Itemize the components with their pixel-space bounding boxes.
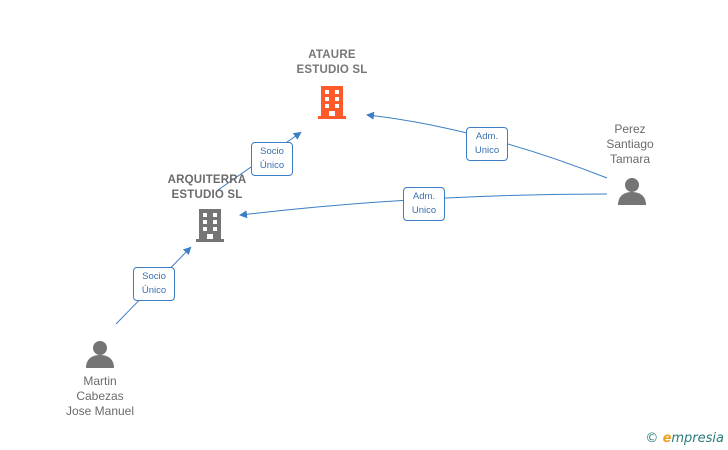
brand-name: mpresia <box>671 431 724 446</box>
edge-label-adm-unico[interactable]: Adm. Unico <box>403 187 445 221</box>
brand-initial: e <box>662 431 672 446</box>
person-icon[interactable] <box>86 341 114 368</box>
edge-label-socio-unico[interactable]: Socio Único <box>251 142 293 176</box>
building-icon[interactable] <box>318 86 346 119</box>
edge-label-socio-unico[interactable]: Socio Único <box>133 267 175 301</box>
person-icon[interactable] <box>618 178 646 205</box>
building-icon[interactable] <box>196 209 224 242</box>
node-label-arquiterra[interactable]: ARQUITERRA ESTUDIO SL <box>167 174 247 201</box>
node-label-perez[interactable]: Perez Santiago Tamara <box>606 122 654 166</box>
edge-label-adm-unico[interactable]: Adm. Unico <box>466 127 508 161</box>
copyright-icon: © <box>645 431 659 446</box>
node-label-martin[interactable]: Martin Cabezas Jose Manuel <box>65 374 135 418</box>
empresia-watermark: © empresia <box>645 431 724 446</box>
node-label-ataure[interactable]: ATAURE ESTUDIO SL <box>296 49 368 76</box>
